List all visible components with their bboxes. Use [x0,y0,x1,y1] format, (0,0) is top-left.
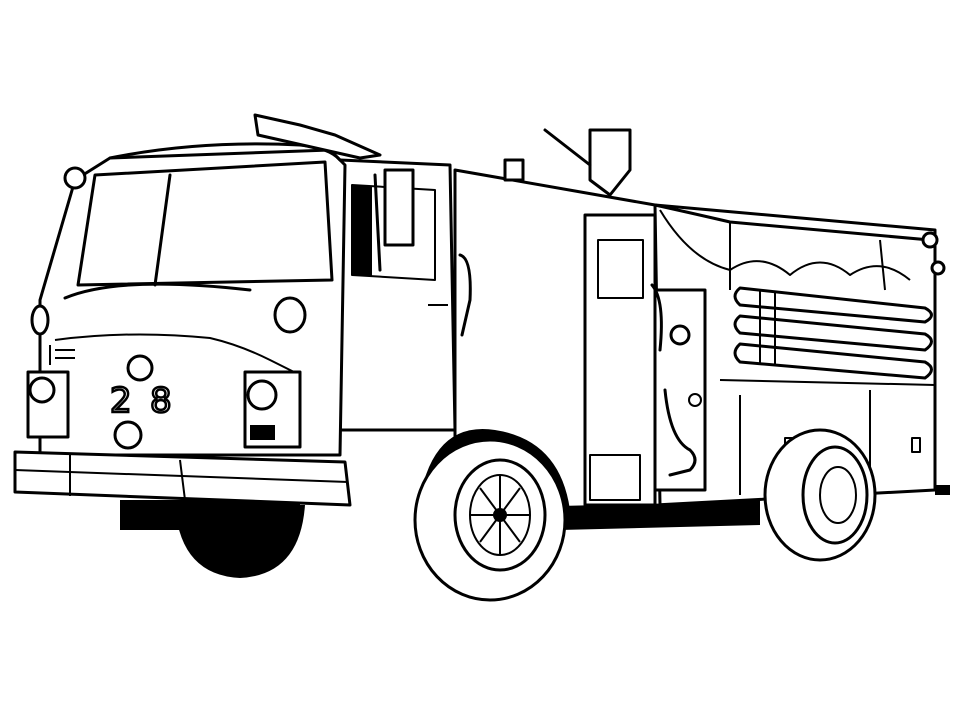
front-bumper [13,450,352,507]
svg-text:2: 2 [110,381,132,421]
svg-text:8: 8 [150,381,172,421]
cab-front: 2 8 [26,113,382,457]
cab-door [338,158,472,442]
hose-rack [733,286,933,380]
front-wheel [175,505,305,578]
pump-compartment [453,128,707,512]
rear-wheel [763,428,877,562]
truck-number: 2 8 [109,354,173,450]
middle-wheel [413,429,570,602]
